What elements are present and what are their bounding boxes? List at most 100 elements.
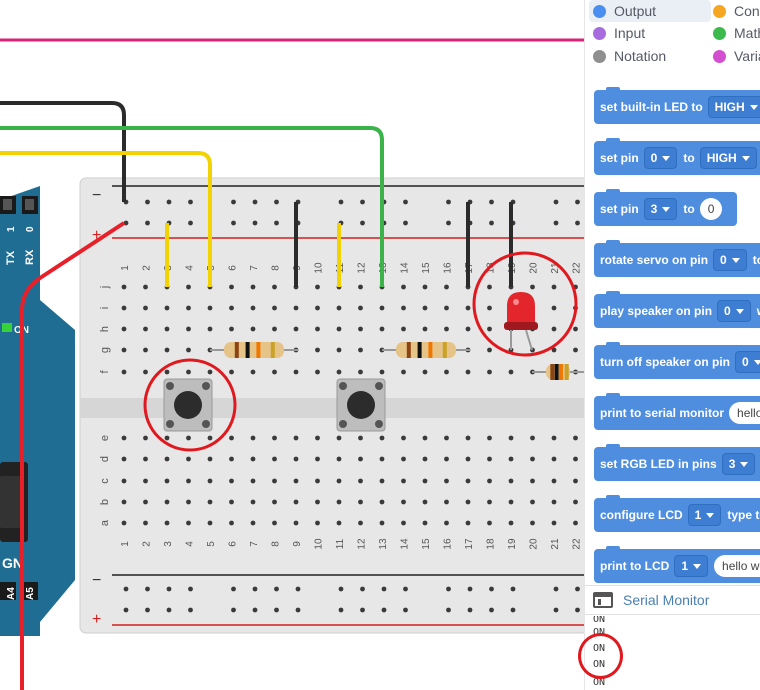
breadboard-hole — [229, 520, 234, 526]
block-label: set pin — [600, 151, 639, 165]
breadboard-hole — [573, 520, 578, 526]
breadboard-hole — [444, 305, 449, 311]
rail-hole — [295, 586, 301, 592]
category-input[interactable]: Input — [593, 22, 645, 44]
breadboard-hole — [186, 326, 191, 332]
rail-hole — [381, 607, 387, 613]
breadboard-hole — [272, 369, 277, 375]
breadboard-hole — [358, 456, 363, 462]
breadboard-hole — [143, 369, 148, 375]
block-print-lcd[interactable]: print to LCD 1 hello wo — [594, 546, 760, 583]
rail-hole — [123, 220, 129, 226]
breadboard-hole — [121, 435, 127, 441]
math-category-icon — [713, 26, 726, 40]
arduino-chip-inner — [0, 476, 20, 528]
block-label: print to LCD — [600, 559, 670, 573]
column-number: 1 — [120, 541, 131, 547]
lcd-dropdown[interactable]: 1 — [674, 555, 709, 577]
block-configure-lcd[interactable]: configure LCD 1 type to — [594, 495, 760, 532]
breadboard-hole — [186, 369, 191, 375]
rail-hole — [360, 607, 365, 613]
row-letter: j — [99, 286, 111, 289]
circuit-canvas[interactable]: TX1RX0ONGNA4A5−+−+1122334455667788991010… — [0, 0, 584, 690]
serial-monitor-toggle[interactable]: Serial Monitor — [585, 585, 760, 615]
breadboard-hole — [508, 369, 514, 375]
breadboard-hole — [121, 456, 127, 462]
rail-hole — [252, 586, 258, 592]
blocks-list[interactable]: set built-in LED to HIGH set pin 0 to HI… — [585, 80, 760, 585]
input-category-icon — [593, 26, 606, 40]
block-print-serial[interactable]: print to serial monitor hello w — [594, 393, 760, 430]
breadboard-hole — [143, 326, 148, 332]
serial-text-input[interactable]: hello w — [729, 402, 760, 424]
block-rotate-servo[interactable]: rotate servo on pin 0 to — [594, 240, 760, 277]
button-annotation-circle — [143, 358, 237, 452]
circuit-diagram[interactable]: TX1RX0ONGNA4A5−+−+1122334455667788991010… — [0, 0, 584, 690]
category-control[interactable]: Con — [713, 0, 760, 22]
block-set-pin-analog[interactable]: set pin 3 to 0 — [594, 189, 737, 226]
push-button-corner — [166, 420, 174, 428]
rail-hole — [403, 199, 408, 205]
column-number: 11 — [335, 538, 346, 549]
breadboard-hole — [422, 520, 428, 526]
lcd-dropdown[interactable]: 1 — [687, 504, 722, 526]
rail-hole — [166, 607, 172, 613]
column-number: 4 — [185, 265, 196, 271]
breadboard-hole — [250, 284, 256, 290]
breadboard-hole — [229, 305, 234, 311]
column-number: 2 — [142, 541, 153, 547]
category-math[interactable]: Math — [713, 22, 760, 44]
breadboard-hole — [250, 305, 256, 311]
breadboard-hole — [336, 478, 342, 484]
serial-line: ON — [593, 627, 606, 638]
push-button-corner — [339, 382, 347, 390]
rail-hole — [360, 586, 365, 592]
category-notation[interactable]: Notation — [593, 45, 666, 67]
row-letter: i — [99, 307, 111, 309]
rail-hole — [403, 586, 408, 592]
rail-hole — [166, 199, 172, 205]
block-set-rgb-led[interactable]: set RGB LED in pins 3 — [594, 444, 760, 481]
pin-state-dropdown[interactable]: HIGH — [699, 147, 757, 169]
header-pin — [22, 582, 38, 600]
lcd-text-input[interactable]: hello wo — [714, 555, 760, 577]
breadboard-hole — [293, 435, 299, 441]
pin-dropdown[interactable]: 0 — [717, 300, 751, 322]
block-set-pin-digital[interactable]: set pin 0 to HIGH — [594, 138, 760, 175]
pin-dropdown[interactable]: 3 — [643, 198, 678, 220]
rail-hole — [274, 586, 279, 592]
chevron-down-icon — [735, 308, 744, 314]
breadboard-hole — [272, 326, 277, 332]
pin-dropdown[interactable]: 3 — [721, 453, 756, 475]
breadboard-hole — [551, 478, 557, 484]
dropdown-value: 0 — [742, 355, 749, 369]
resistor-band — [442, 342, 447, 358]
breadboard-hole — [422, 456, 428, 462]
block-set-builtin-led[interactable]: set built-in LED to HIGH — [594, 87, 760, 124]
block-turn-off-speaker[interactable]: turn off speaker on pin 0 — [594, 342, 760, 379]
block-play-speaker[interactable]: play speaker on pin 0 w — [594, 291, 760, 328]
column-number: 20 — [529, 262, 540, 274]
block-label-suffix: to — [752, 253, 760, 267]
category-variables[interactable]: Varia — [713, 45, 760, 67]
rail-hole — [575, 199, 580, 205]
rail-hole — [360, 220, 365, 226]
breadboard-hole — [465, 520, 471, 526]
pin-dropdown[interactable]: 0 — [643, 147, 678, 169]
rail-hole — [553, 220, 559, 226]
column-number: 22 — [572, 262, 583, 274]
breadboard-hole — [121, 326, 127, 332]
led-state-dropdown[interactable]: HIGH — [707, 96, 760, 118]
breadboard-hole — [508, 456, 514, 462]
pin-value-input[interactable]: 0 — [699, 198, 723, 220]
rail-hole — [274, 220, 279, 226]
row-letter: f — [99, 370, 111, 374]
column-number: 20 — [529, 538, 540, 550]
breadboard-hole — [401, 326, 406, 332]
category-output[interactable]: Output — [589, 0, 711, 22]
pin-dropdown[interactable]: 0 — [713, 249, 747, 271]
block-label: turn off speaker on pin — [600, 355, 731, 369]
breadboard-hole — [336, 499, 342, 505]
pin-dropdown[interactable]: 0 — [735, 351, 760, 373]
breadboard-hole — [293, 369, 299, 375]
